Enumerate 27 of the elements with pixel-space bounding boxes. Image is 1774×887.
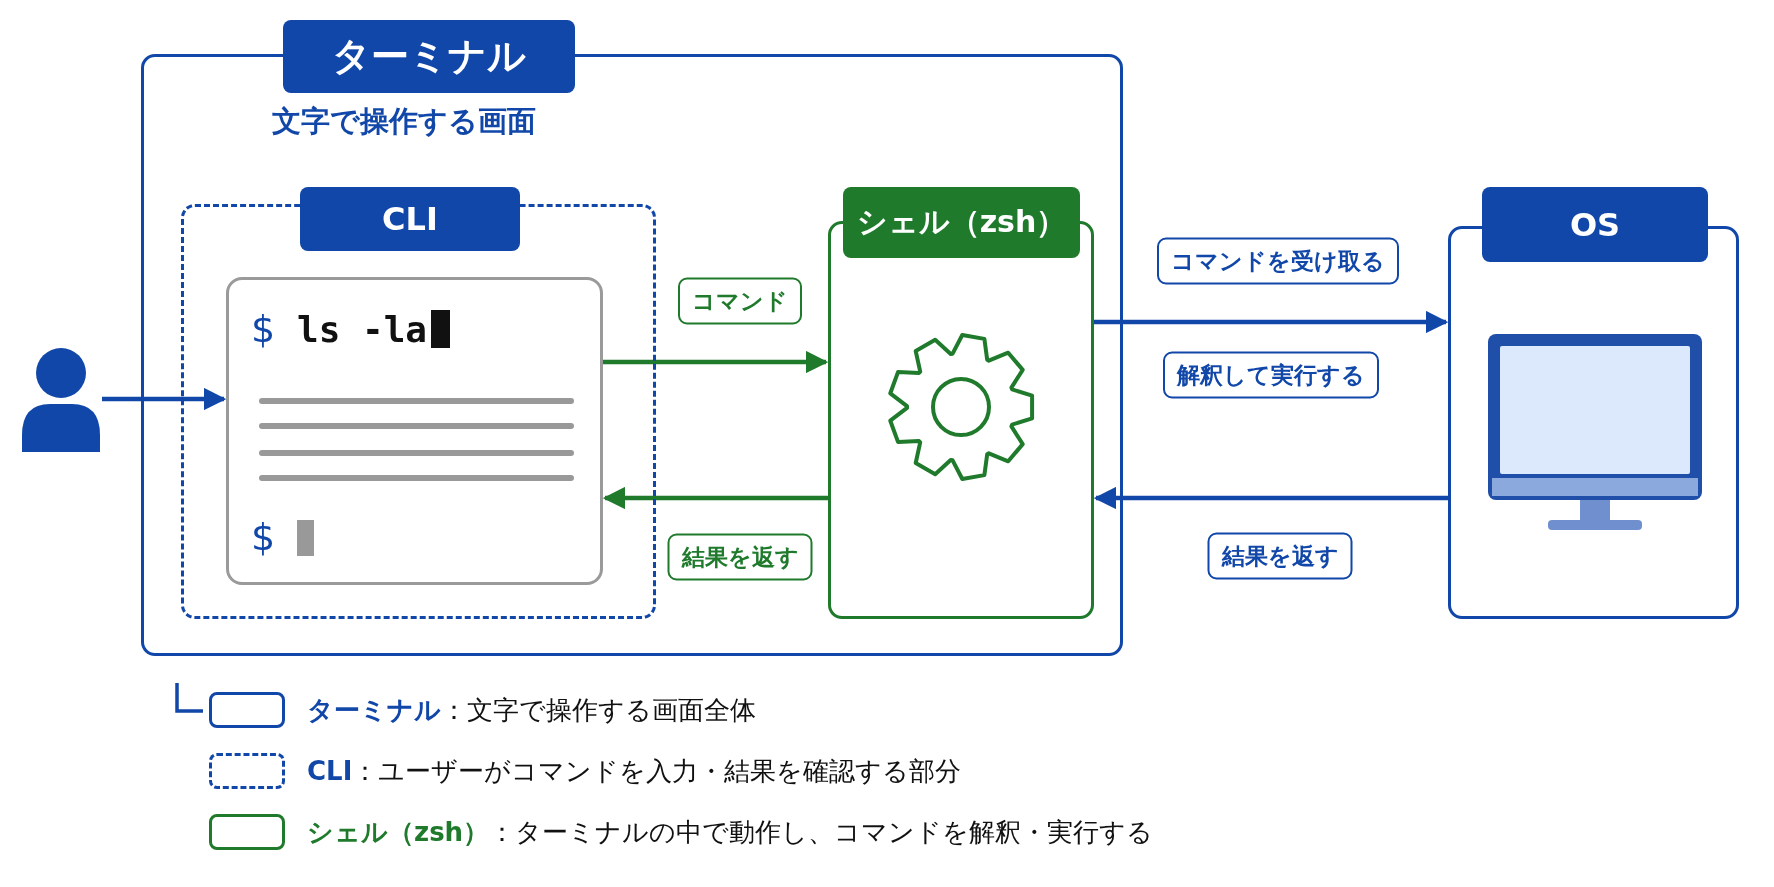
panel-box: [1448, 187, 1739, 619]
edge-label: 結果を返す: [667, 533, 813, 581]
title-tab: OS: [1482, 187, 1708, 262]
edge-label: コマンドを受け取る: [1157, 237, 1399, 285]
panel-box: [828, 187, 1094, 619]
terminal-window: [226, 277, 603, 585]
person-icon: [20, 347, 102, 452]
arrow: [1094, 310, 1449, 334]
edge-label: コマンド: [678, 277, 802, 325]
note-label: 解釈して実行する: [1163, 351, 1379, 399]
dashed-group-box: [181, 187, 656, 619]
legend-text: ターミナル：文字で操作する画面全体: [307, 693, 756, 727]
command-text: ls -la: [297, 312, 428, 348]
arrow: [603, 350, 829, 374]
edge-label: 結果を返す: [1207, 532, 1353, 580]
legend-text: シェル（zsh）：ターミナルの中で動作し、コマンドを解釈・実行する: [307, 815, 1154, 849]
title-tab: CLI: [300, 187, 520, 251]
arrow: [602, 486, 828, 510]
prompt-symbol: $: [251, 310, 276, 348]
panel-box: [141, 20, 1123, 656]
title-tab: シェル（zsh）: [843, 187, 1080, 258]
title-tab: ターミナル: [283, 20, 575, 93]
legend-text: CLI：ユーザーがコマンドを入力・結果を確認する部分: [307, 754, 962, 788]
arrow: [102, 387, 227, 411]
arrow: [1093, 486, 1448, 510]
prompt-symbol: $: [251, 518, 276, 556]
subtitle: 文字で操作する画面: [272, 103, 536, 140]
